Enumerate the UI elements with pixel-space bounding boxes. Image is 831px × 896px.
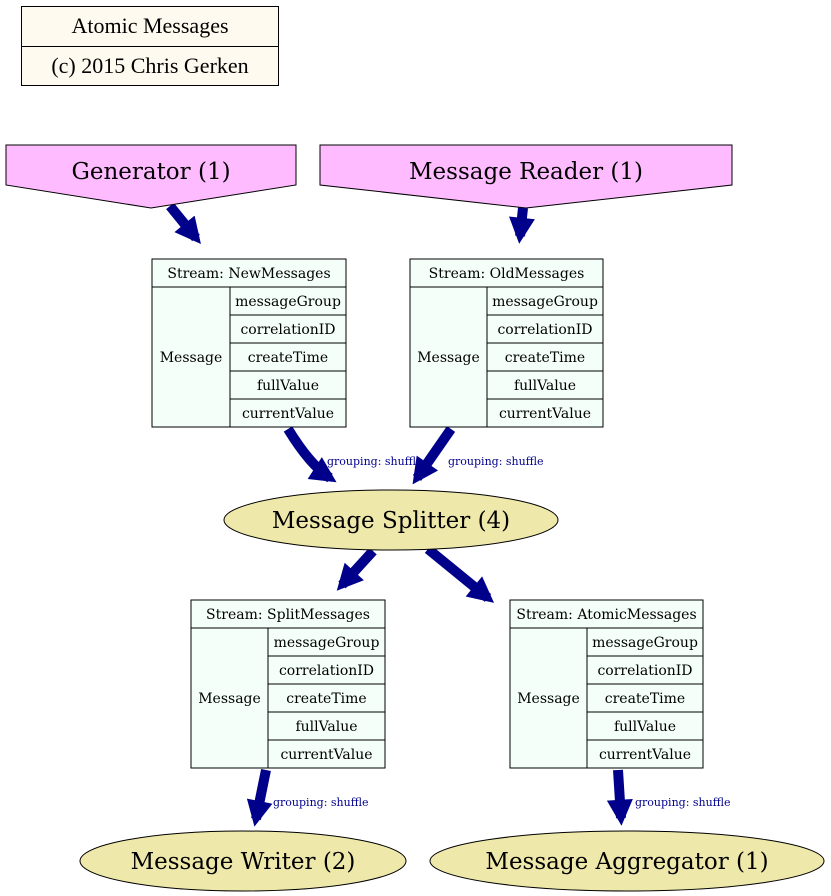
bolt-message-writer: Message Writer (2) <box>79 830 407 892</box>
stream-field: fullValue <box>614 719 676 735</box>
edge-splitter-to-splitmessages <box>336 547 377 591</box>
title-box: Atomic Messages (c) 2015 Chris Gerken <box>21 6 279 86</box>
stream-field: messageGroup <box>592 635 698 651</box>
spout-message-reader: Message Reader (1) <box>319 144 733 209</box>
bolt-message-splitter: Message Splitter (4) <box>223 489 559 551</box>
spout-reader-label: Message Reader (1) <box>409 159 643 185</box>
stream-field: messageGroup <box>235 294 341 310</box>
stream-field: currentValue <box>280 747 372 763</box>
spout-generator: Generator (1) <box>5 144 297 209</box>
stream-field: correlationID <box>597 663 692 679</box>
stream-field: fullValue <box>295 719 357 735</box>
bolt-message-aggregator: Message Aggregator (1) <box>429 830 825 892</box>
spout-generator-shape <box>5 144 297 209</box>
stream-field: correlationID <box>497 322 592 338</box>
edge-label-split-to-writer: grouping: shuffle <box>273 796 369 809</box>
bolt-aggregator-label: Message Aggregator (1) <box>485 849 768 875</box>
stream-field: createTime <box>286 691 366 707</box>
bolt-writer-shape <box>79 830 407 892</box>
stream-field: messageGroup <box>274 635 380 651</box>
edge-atomicmessages-to-aggregator <box>606 769 633 826</box>
edge-label-old-to-splitter: grouping: shuffle <box>448 455 544 468</box>
stream-header: Stream: AtomicMessages <box>516 607 696 623</box>
stream-type: Message <box>417 350 480 366</box>
stream-field: createTime <box>605 691 685 707</box>
edge-generator-to-newmessages <box>166 202 201 245</box>
edge-reader-to-oldmessages <box>509 207 535 244</box>
stream-field: correlationID <box>240 322 335 338</box>
edge-label-new-to-splitter: grouping: shuffle <box>327 455 423 468</box>
bolt-aggregator-shape <box>429 830 825 892</box>
stream-field: currentValue <box>499 406 591 422</box>
stream-type: Message <box>517 691 580 707</box>
stream-field: messageGroup <box>492 294 598 310</box>
stream-field: correlationID <box>279 663 374 679</box>
bolt-splitter-label: Message Splitter (4) <box>272 508 510 534</box>
stream-field: fullValue <box>514 378 576 394</box>
stream-type: Message <box>160 350 223 366</box>
stream-header: Stream: OldMessages <box>429 266 585 282</box>
stream-field: createTime <box>505 350 585 366</box>
bolt-writer-label: Message Writer (2) <box>131 849 356 875</box>
spout-reader-shape <box>319 144 733 209</box>
stream-field: fullValue <box>257 378 319 394</box>
edge-splitmessages-to-writer <box>246 769 273 827</box>
stream-header: Stream: NewMessages <box>167 266 330 282</box>
stream-field: currentValue <box>599 747 691 763</box>
stream-field: currentValue <box>242 406 334 422</box>
stream-type: Message <box>198 691 261 707</box>
edge-splitter-to-atomicmessages <box>424 545 495 603</box>
edge-newmessages-to-splitter <box>283 426 337 483</box>
diagram-title: Atomic Messages <box>71 13 229 38</box>
spout-generator-label: Generator (1) <box>71 159 230 185</box>
stream-header: Stream: SplitMessages <box>206 607 370 623</box>
stream-field: createTime <box>248 350 328 366</box>
copyright-note: (c) 2015 Chris Gerken <box>22 46 278 86</box>
edge-label-atomic-to-aggregator: grouping: shuffle <box>635 796 731 809</box>
bolt-splitter-shape <box>223 489 559 551</box>
edge-oldmessages-to-splitter <box>412 426 456 485</box>
edges <box>166 202 633 827</box>
